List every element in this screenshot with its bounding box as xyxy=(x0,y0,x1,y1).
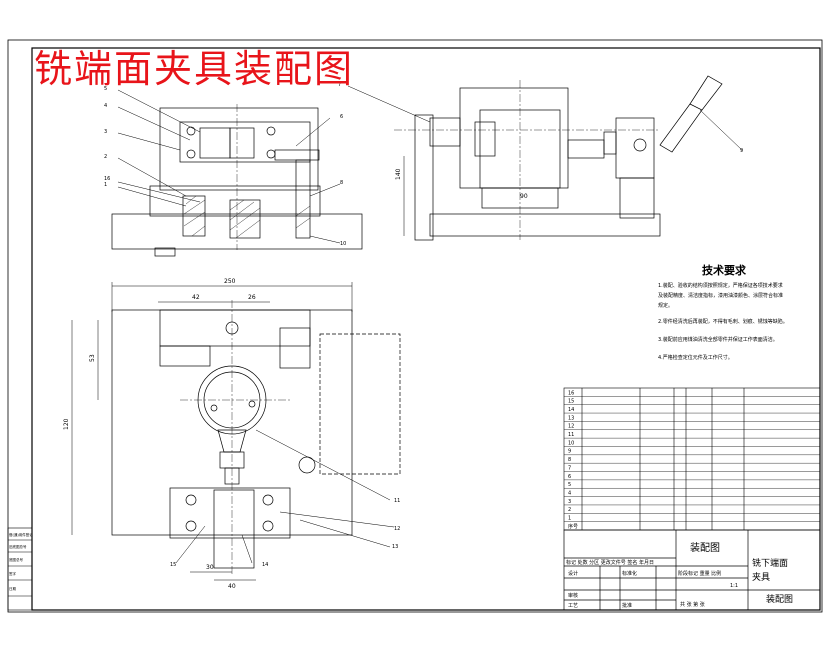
balloon-label: 13 xyxy=(392,544,398,550)
dim-120: 120 xyxy=(63,418,70,430)
dim-40: 40 xyxy=(228,583,236,590)
bom-row-number: 序号 xyxy=(568,523,578,530)
tb-assy: 装配图 xyxy=(690,541,720,554)
balloon-label: 5 xyxy=(104,86,107,92)
balloon-label: 8 xyxy=(340,180,343,186)
balloon-label: 15 xyxy=(170,562,176,568)
inner-frame xyxy=(31,47,821,611)
bom-row-number: 4 xyxy=(568,491,571,497)
side-view xyxy=(394,75,723,241)
balloon-label: 1 xyxy=(104,182,107,188)
title-block xyxy=(563,529,821,611)
balloon-label: 9 xyxy=(740,148,743,154)
front-view xyxy=(111,104,363,257)
dim-90: 90 xyxy=(520,193,528,200)
tb-part-name-2: 夹具 xyxy=(752,571,770,583)
balloon-label: 7 xyxy=(338,82,341,88)
strip-2: 底图总号 xyxy=(9,557,23,562)
tech-req-2: 及装配精度、清洁度指标，漆用油漆颜色、涂层符合标准 xyxy=(658,293,784,299)
bom-row-number: 1 xyxy=(568,516,571,522)
dim-42: 42 xyxy=(192,294,200,301)
leader-lines xyxy=(117,85,743,564)
balloon-label: 10 xyxy=(340,241,346,247)
tech-requirements-heading: 技术要求 xyxy=(702,264,746,277)
tb-row-head: 标记 处数 分区 更改文件号 签名 年月日 xyxy=(566,559,654,566)
bom-row-number: 9 xyxy=(568,449,571,455)
strip-0: 借(通)用件登记 xyxy=(9,532,33,537)
bom-row-number: 15 xyxy=(568,399,574,405)
balloon-label: 3 xyxy=(104,129,107,135)
bom-row-number: 10 xyxy=(568,440,574,446)
dim-30: 30 xyxy=(206,564,214,571)
dim-250: 250 xyxy=(224,278,236,285)
dim-26: 26 xyxy=(248,294,256,301)
tb-design: 设计 xyxy=(568,570,578,577)
tb-craft: 工艺 xyxy=(568,603,578,609)
balloon-label: 14 xyxy=(262,562,268,568)
tech-req-6: 4.严格检查定位元件及工作尺寸。 xyxy=(658,355,733,361)
strip-4: 日期 xyxy=(9,586,16,591)
balloon-label: 12 xyxy=(394,526,400,532)
strip-3: 签字 xyxy=(9,571,16,576)
tech-req-3: 规定。 xyxy=(658,303,674,309)
tb-std: 标准化 xyxy=(622,570,637,577)
strip-1: 旧底图总号 xyxy=(9,544,27,549)
dim-140: 140 xyxy=(395,168,402,180)
tb-stage: 阶段标记 重量 比例 xyxy=(678,570,721,577)
balloon-label: 16 xyxy=(104,176,110,182)
tech-req-4: 2.零件经清洗后再装配，不得有毛刺、划痕、锈蚀等缺陷。 xyxy=(658,319,788,325)
dim-53: 53 xyxy=(89,354,96,362)
tb-sheet: 共 张 第 张 xyxy=(680,601,705,608)
drawing-title: 铣端面夹具装配图 xyxy=(34,47,355,91)
bom-row-number: 16 xyxy=(568,390,574,396)
balloon-label: 2 xyxy=(104,154,107,160)
tb-drawing: 装配图 xyxy=(766,593,793,605)
bom-row-number: 12 xyxy=(568,424,574,430)
outer-frame xyxy=(7,39,823,613)
bom-row-number: 6 xyxy=(568,474,571,480)
tb-approve: 批准 xyxy=(622,602,632,609)
balloon-label: 4 xyxy=(104,103,107,109)
dimension-lines xyxy=(71,156,405,581)
bom-row-number: 2 xyxy=(568,507,571,513)
bom-row-number: 3 xyxy=(568,499,571,505)
bom-row-number: 11 xyxy=(568,432,574,438)
bom-row-number: 7 xyxy=(568,465,571,471)
bom-row-number: 8 xyxy=(568,457,571,463)
left-strip xyxy=(7,527,33,611)
balloon-label: 6 xyxy=(340,114,343,120)
tb-scale: 1:1 xyxy=(730,583,738,589)
bom-row-number: 5 xyxy=(568,482,571,488)
tech-req-1: 1.装配、验收的结构须按照规定，严格保证各项技术要求 xyxy=(658,283,783,289)
balloon-label: 11 xyxy=(394,498,400,504)
top-view xyxy=(111,300,401,575)
bom-table xyxy=(563,387,821,531)
bom-row-number: 13 xyxy=(568,415,574,421)
tb-check: 审核 xyxy=(568,592,578,599)
tb-part-name-1: 铣下端面 xyxy=(752,557,788,569)
tech-req-5: 3.装配前应用煤油清洗全部零件并保证工作表面清洁。 xyxy=(658,337,778,343)
bom-row-number: 14 xyxy=(568,407,574,413)
